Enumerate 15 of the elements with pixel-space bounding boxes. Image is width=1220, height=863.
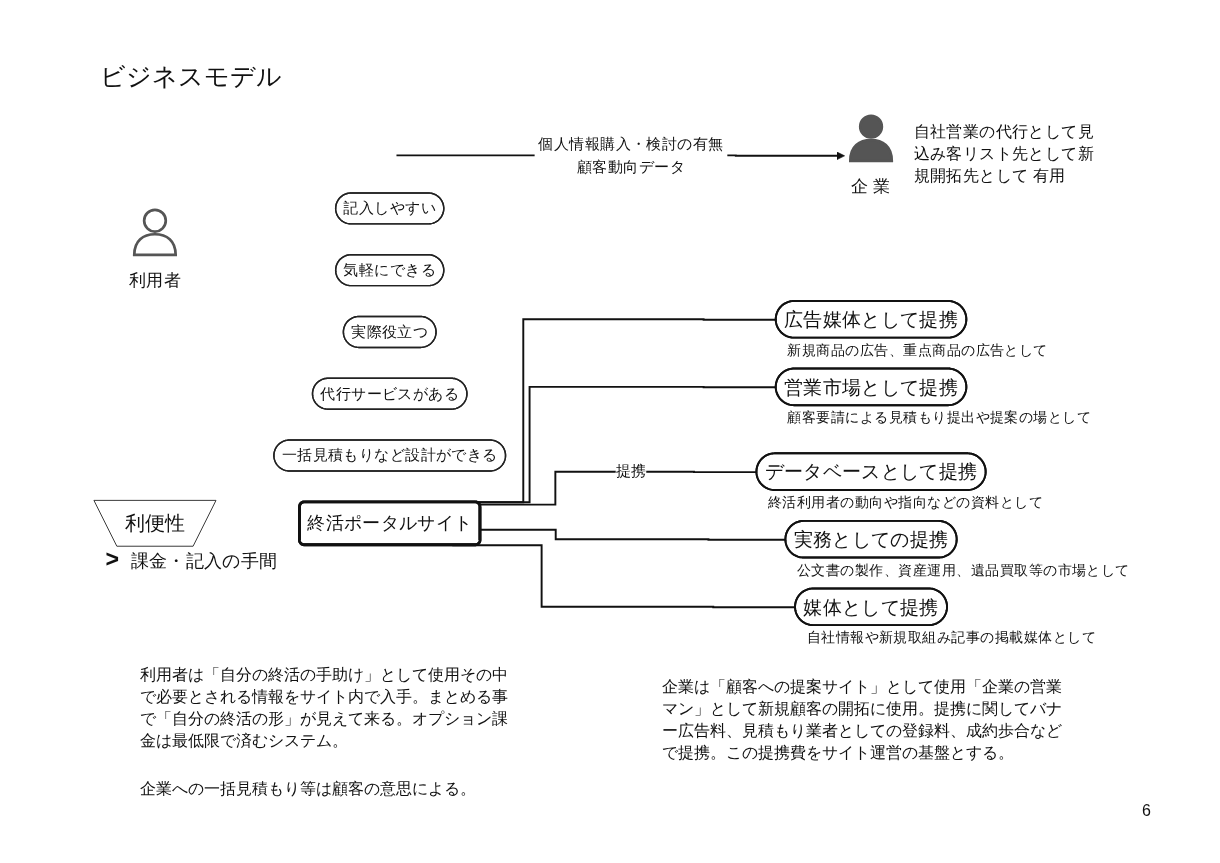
edge-label: 提携 (615, 462, 647, 480)
node-note: 新規商品の広告、重点商品の広告として (787, 341, 1048, 358)
page-number: 6 (1142, 801, 1151, 821)
node-note: 公文書の製作、資産運用、遺品買取等の市場として (796, 561, 1130, 578)
node-note: 終活利用者の動向や指向などの資料として (768, 493, 1044, 511)
note-text: 企業への一括見積もり等は顧客の意思による。 (140, 779, 477, 799)
diagram-title: ビジネスモデル (100, 61, 282, 92)
note-text: 利用者は「自分の終活の手助け」として使用その中で必要とされる情報をサイト内で入手。まとめる事で「自分の終活の形」が見えて来る。オプション課金は最低限で済むシステム。 (140, 665, 509, 751)
node-note: 自社営業の代行として見込み客リスト先として新規開拓先として 有用 (913, 122, 1094, 185)
node-note: 課金・記入の手間 (130, 550, 278, 571)
node-note: 自社情報や新規取組み記事の掲載媒体として (806, 629, 1097, 646)
edge-label: 個人情報購入・検討の有無顧客動向データ (538, 135, 724, 175)
node-note: 顧客要請による見積もり提出や提案の場として (787, 409, 1092, 426)
note-text: 企業は「顧客への提案サイト」として使用「企業の営業マン」として新規顧客の開拓に使用。提携に関してバナー広告料、見積もり業者としての登録料、成約歩合などで提携。この提携費をサイト運営の基盤とする。 (662, 677, 1063, 763)
comparison-sign: > (105, 549, 120, 572)
